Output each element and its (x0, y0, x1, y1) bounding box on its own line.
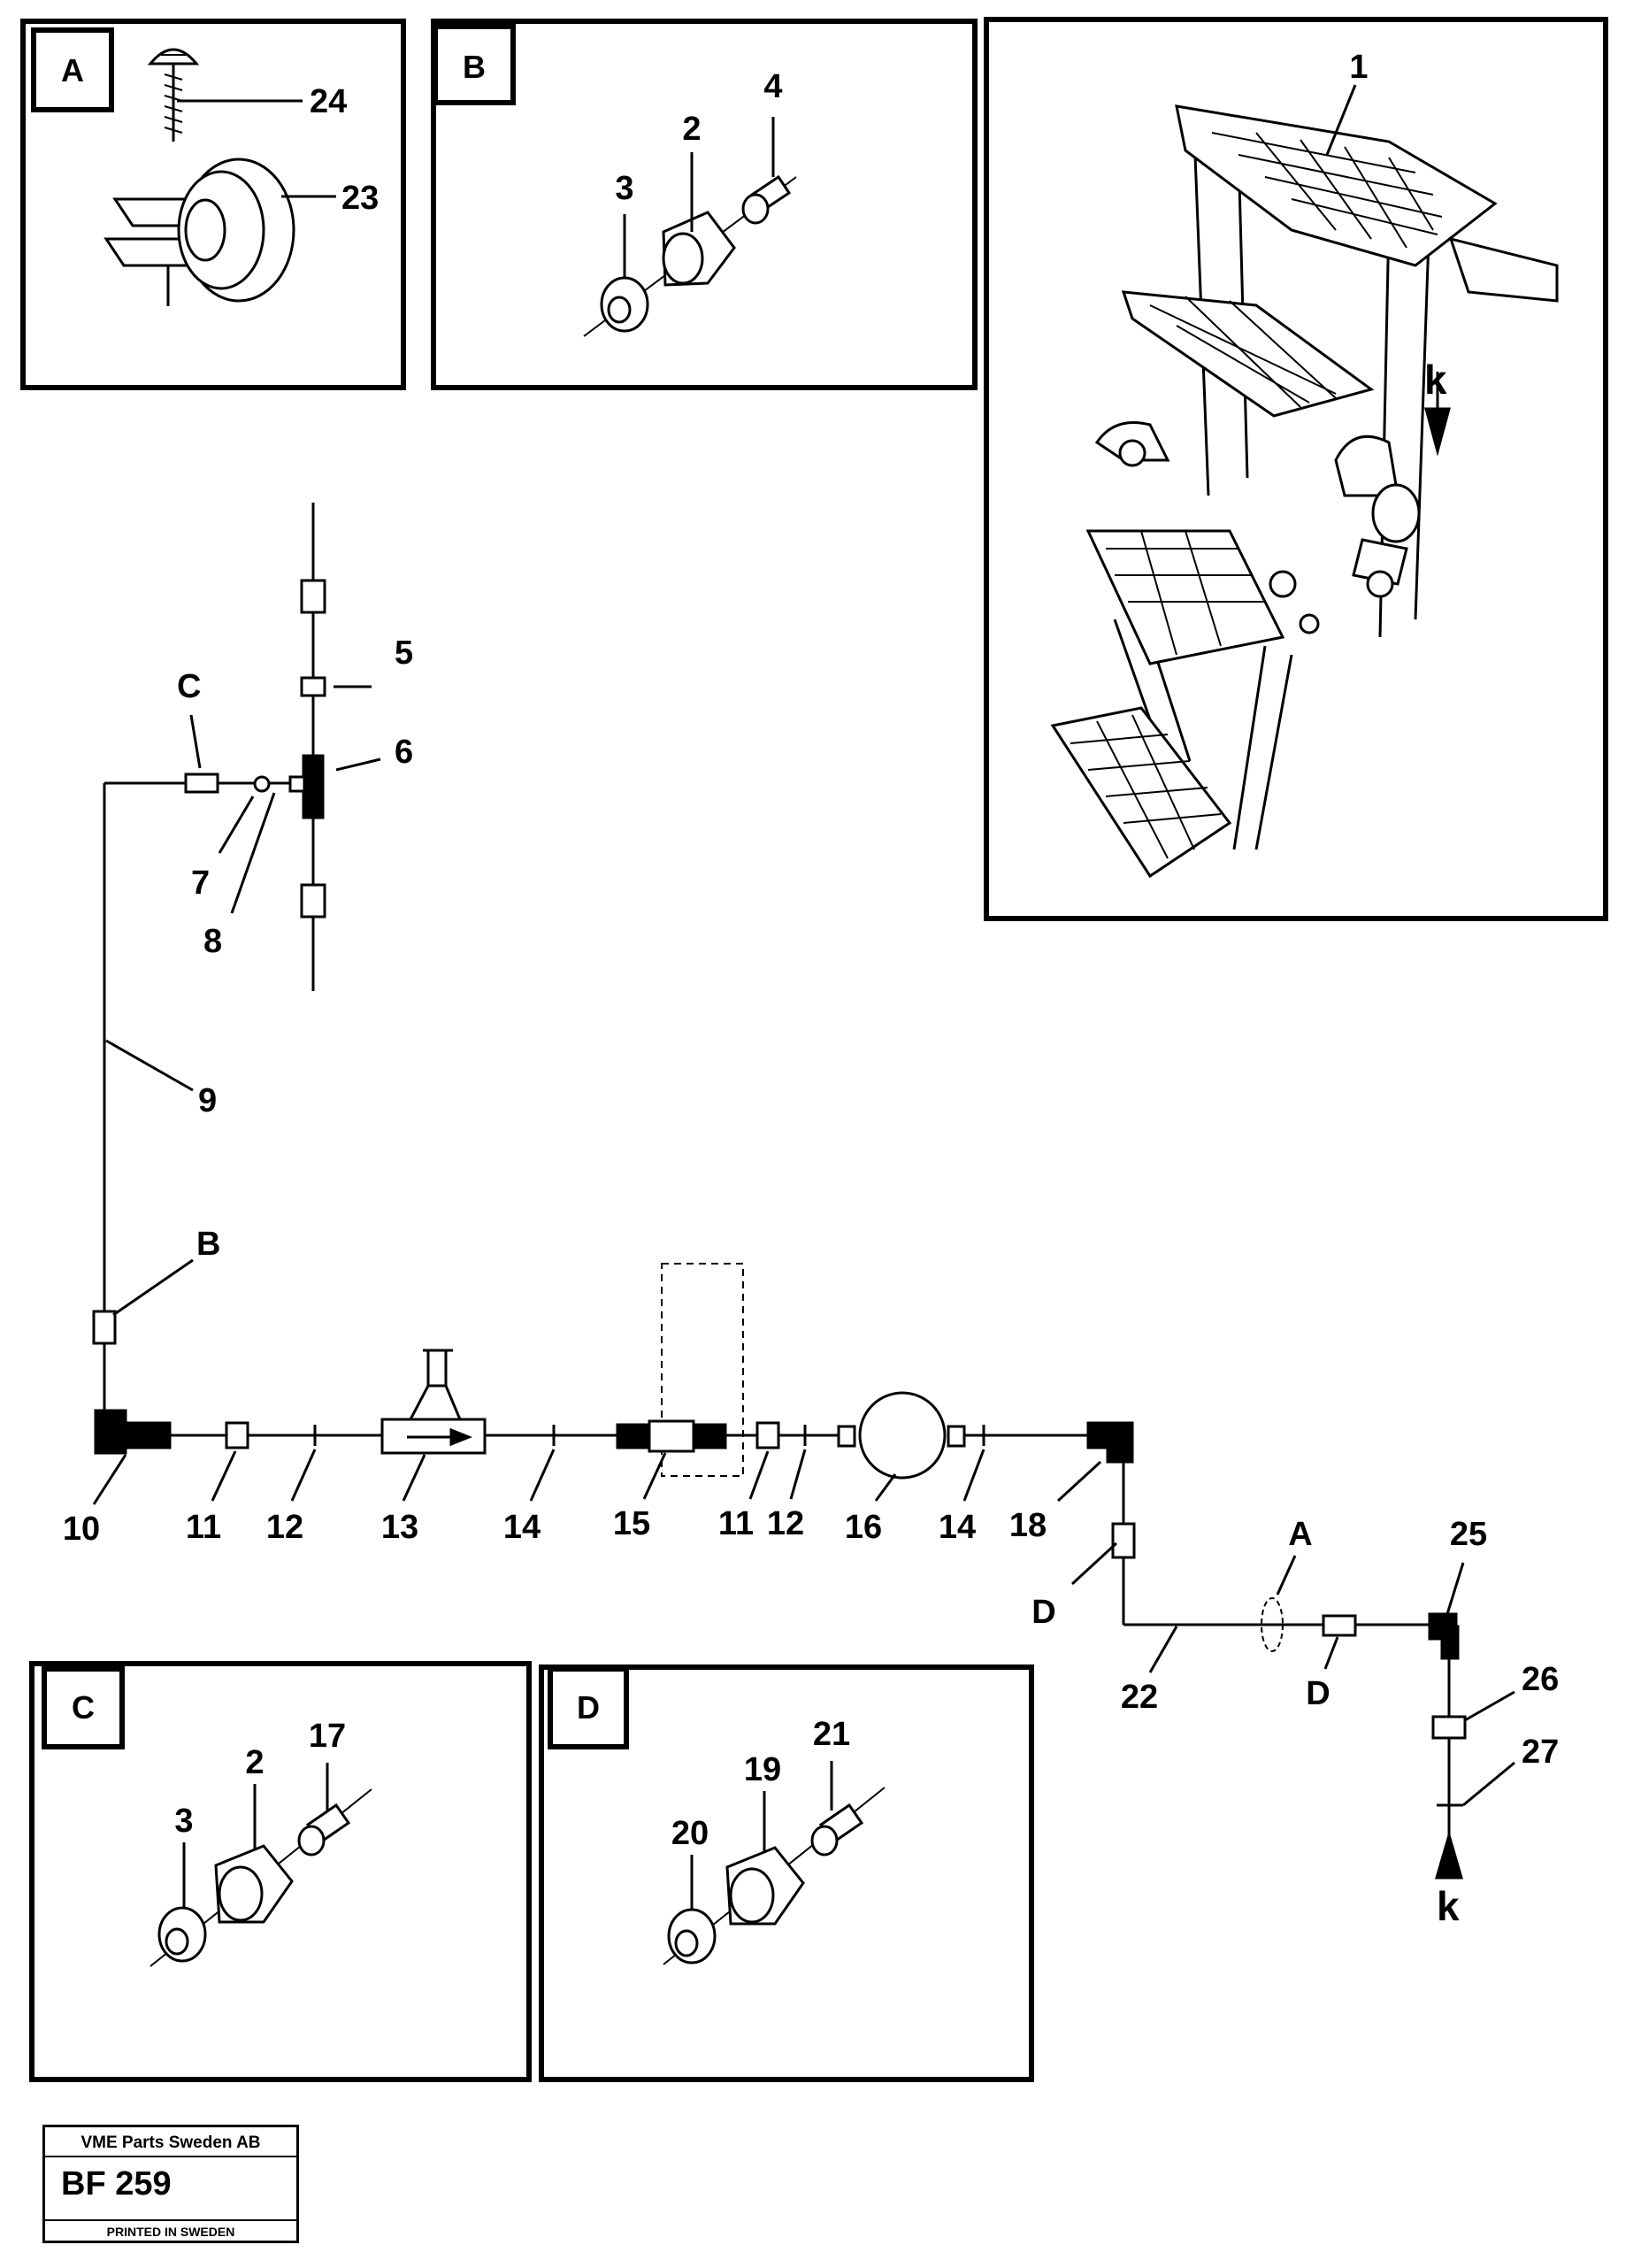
callout-13: 13 (381, 1509, 418, 1546)
callout-9: 9 (198, 1082, 217, 1119)
callout-11-a: 11 (186, 1509, 221, 1546)
schematic-arrow-label-k: k (1437, 1883, 1460, 1929)
ladder-drawing: k (1050, 104, 1559, 879)
detail-box-d-letter: D (577, 1689, 600, 1726)
fitting-c-drawing (150, 1788, 372, 1967)
callout-b-4: 4 (763, 68, 782, 105)
screw-24-drawing (147, 48, 200, 142)
callout-d-19: 19 (744, 1751, 781, 1788)
callout-5: 5 (395, 634, 413, 672)
callout-22: 22 (1121, 1679, 1158, 1716)
title-block: VME Parts Sweden AB BF 259 PRINTED IN SW… (42, 2125, 299, 2243)
detail-box-c: C 3 2 17 (29, 1661, 532, 2082)
callout-7: 7 (191, 865, 210, 902)
title-block-printed: PRINTED IN SWEDEN (45, 2219, 296, 2242)
callout-26: 26 (1522, 1661, 1559, 1698)
callout-11-b: 11 (718, 1505, 754, 1542)
fitting-d-drawing (663, 1787, 886, 1965)
callout-16: 16 (845, 1509, 882, 1546)
callout-d-21: 21 (813, 1716, 850, 1753)
callout-27: 27 (1522, 1734, 1559, 1771)
callout-23: 23 (341, 180, 379, 217)
callout-24: 24 (310, 83, 347, 120)
callout-14-a: 14 (503, 1509, 541, 1546)
callout-12-b: 12 (767, 1505, 804, 1542)
callout-25: 25 (1450, 1516, 1487, 1553)
callout-c-17: 17 (309, 1718, 346, 1755)
ladder-arrow-label-k: k (1424, 357, 1447, 403)
callout-18: 18 (1009, 1507, 1047, 1544)
callout-d-a: D (1031, 1594, 1055, 1631)
callout-a: A (1288, 1516, 1312, 1553)
callout-8: 8 (203, 923, 222, 960)
callout-15: 15 (613, 1505, 650, 1542)
title-block-code: BF 259 (61, 2165, 172, 2203)
callout-b-3: 3 (615, 170, 633, 207)
detail-box-c-letter: C (72, 1689, 95, 1726)
callout-d-b: D (1306, 1675, 1330, 1712)
upper-branch: 5 6 C 7 8 9 B (92, 503, 413, 1345)
callout-1: 1 (1349, 49, 1368, 86)
callout-12-a: 12 (266, 1509, 303, 1546)
callout-b-2: 2 (682, 111, 701, 148)
callout-c-3: 3 (174, 1803, 193, 1840)
detail-box-d: D 20 19 21 (539, 1664, 1034, 2082)
detail-box-b: B 3 2 4 (431, 19, 978, 390)
callout-10: 10 (63, 1511, 100, 1548)
detail-box-a-letter: A (61, 52, 84, 88)
clip-grommet-23-drawing (104, 158, 295, 306)
callout-d-20: 20 (671, 1815, 709, 1852)
callout-14-b: 14 (939, 1509, 976, 1546)
detail-box-b-letter: B (463, 49, 486, 85)
callout-c-2: 2 (245, 1744, 264, 1781)
detail-box-a: A 24 23 (20, 19, 406, 390)
title-block-company: VME Parts Sweden AB (45, 2131, 296, 2157)
callout-6: 6 (395, 734, 413, 771)
callout-b: B (196, 1226, 220, 1263)
ladder-detail-box: k 1 (984, 17, 1608, 921)
main-line: 10 11 12 13 14 15 11 12 16 14 18 (63, 1263, 1134, 1548)
lower-branch: k D 22 A D 25 26 27 (1031, 1462, 1559, 1929)
callout-c: C (177, 668, 201, 705)
fitting-b-drawing (583, 174, 797, 337)
